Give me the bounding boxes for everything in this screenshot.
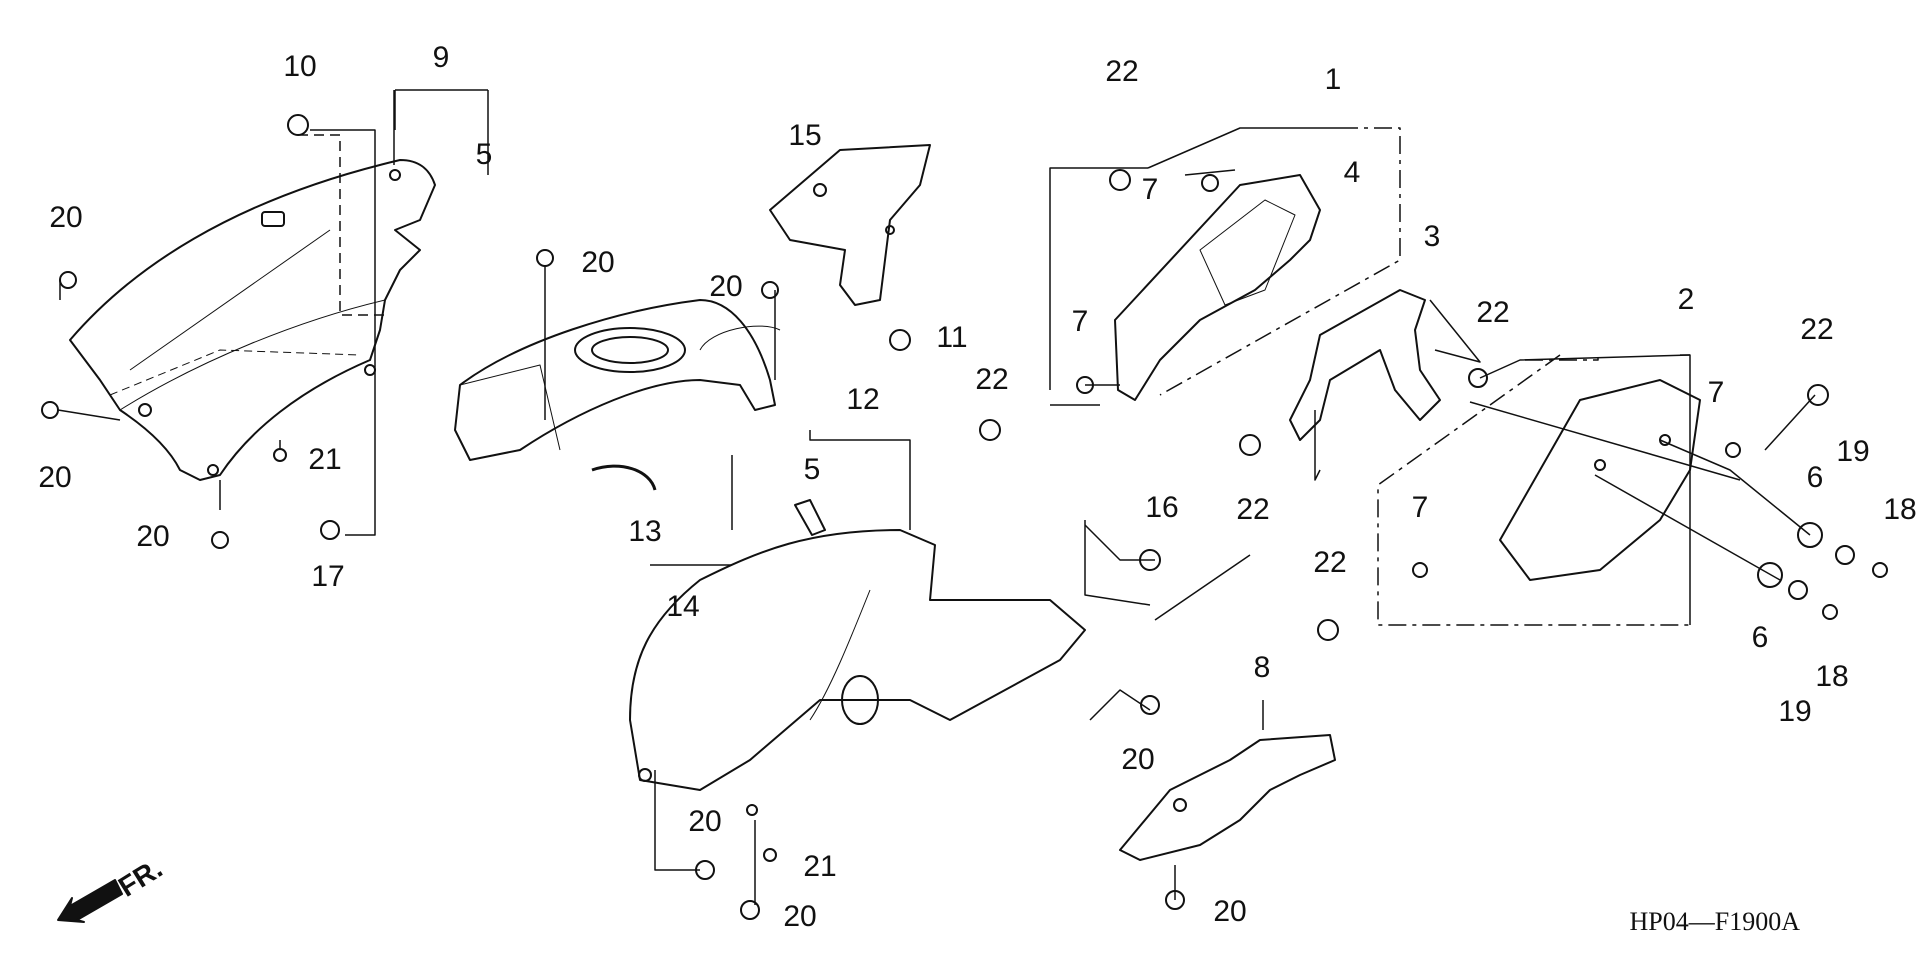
callout-5-left: 5	[475, 138, 493, 171]
callout-6-upper: 6	[1806, 461, 1824, 494]
callout-15: 15	[788, 119, 822, 152]
callout-20-b: 20	[38, 461, 72, 494]
callout-20-i: 20	[1213, 895, 1247, 928]
front-arrow-icon	[57, 879, 123, 923]
callout-7-d: 7	[1707, 376, 1725, 409]
leader-lines	[57, 89, 1816, 905]
upper-bracket-part	[769, 144, 931, 306]
callout-13: 13	[628, 515, 662, 548]
callout-22-b: 22	[975, 363, 1009, 396]
lower-cover-part	[1119, 734, 1336, 861]
callout-16: 16	[1145, 491, 1179, 524]
callout-22-c: 22	[1236, 493, 1270, 526]
clip-part	[591, 464, 657, 491]
callout-9: 9	[432, 41, 450, 74]
callout-20-e: 20	[709, 270, 743, 303]
callout-20-c: 20	[136, 520, 170, 553]
callout-20-f: 20	[1121, 743, 1155, 776]
callout-5-center: 5	[803, 453, 821, 486]
callout-21-left: 21	[308, 443, 342, 476]
callout-22-a: 22	[1105, 55, 1139, 88]
callout-12: 12	[846, 383, 880, 416]
callout-20-g: 20	[688, 805, 722, 838]
center-cover-part	[629, 529, 1086, 816]
callout-21-center: 21	[803, 850, 837, 883]
strip-part	[794, 499, 826, 536]
callout-22-f: 22	[1800, 313, 1834, 346]
drawing-code: HP04—F1900A	[1629, 907, 1800, 936]
tank-cover-part	[454, 299, 776, 461]
callout-19-upper: 19	[1836, 435, 1870, 468]
callout-22-e: 22	[1313, 546, 1347, 579]
callout-4: 4	[1343, 156, 1361, 189]
callout-3: 3	[1423, 220, 1441, 253]
callout-2: 2	[1677, 283, 1695, 316]
callout-17: 17	[311, 560, 345, 593]
callout-22-d: 22	[1476, 296, 1510, 329]
callout-8: 8	[1253, 651, 1271, 684]
callout-20-d: 20	[581, 246, 615, 279]
callout-20-a: 20	[49, 201, 83, 234]
fasteners	[41, 114, 1888, 920]
callout-1: 1	[1324, 63, 1342, 96]
upper-right-panel-part	[1114, 174, 1321, 401]
callout-7-a: 7	[1141, 173, 1159, 206]
callout-18-upper: 18	[1883, 493, 1917, 526]
stay-part	[1289, 289, 1441, 441]
callout-7-c: 7	[1411, 491, 1429, 524]
left-side-cover-part	[69, 159, 436, 481]
callout-20-h: 20	[783, 900, 817, 933]
callout-7-b: 7	[1071, 305, 1089, 338]
callout-6-lower: 6	[1751, 621, 1769, 654]
lower-right-panel-part	[1499, 379, 1701, 581]
callout-10: 10	[283, 50, 317, 83]
callout-14: 14	[666, 590, 700, 623]
callout-11: 11	[936, 321, 968, 354]
callout-19-lower: 19	[1778, 695, 1812, 728]
callout-18-lower: 18	[1815, 660, 1849, 693]
